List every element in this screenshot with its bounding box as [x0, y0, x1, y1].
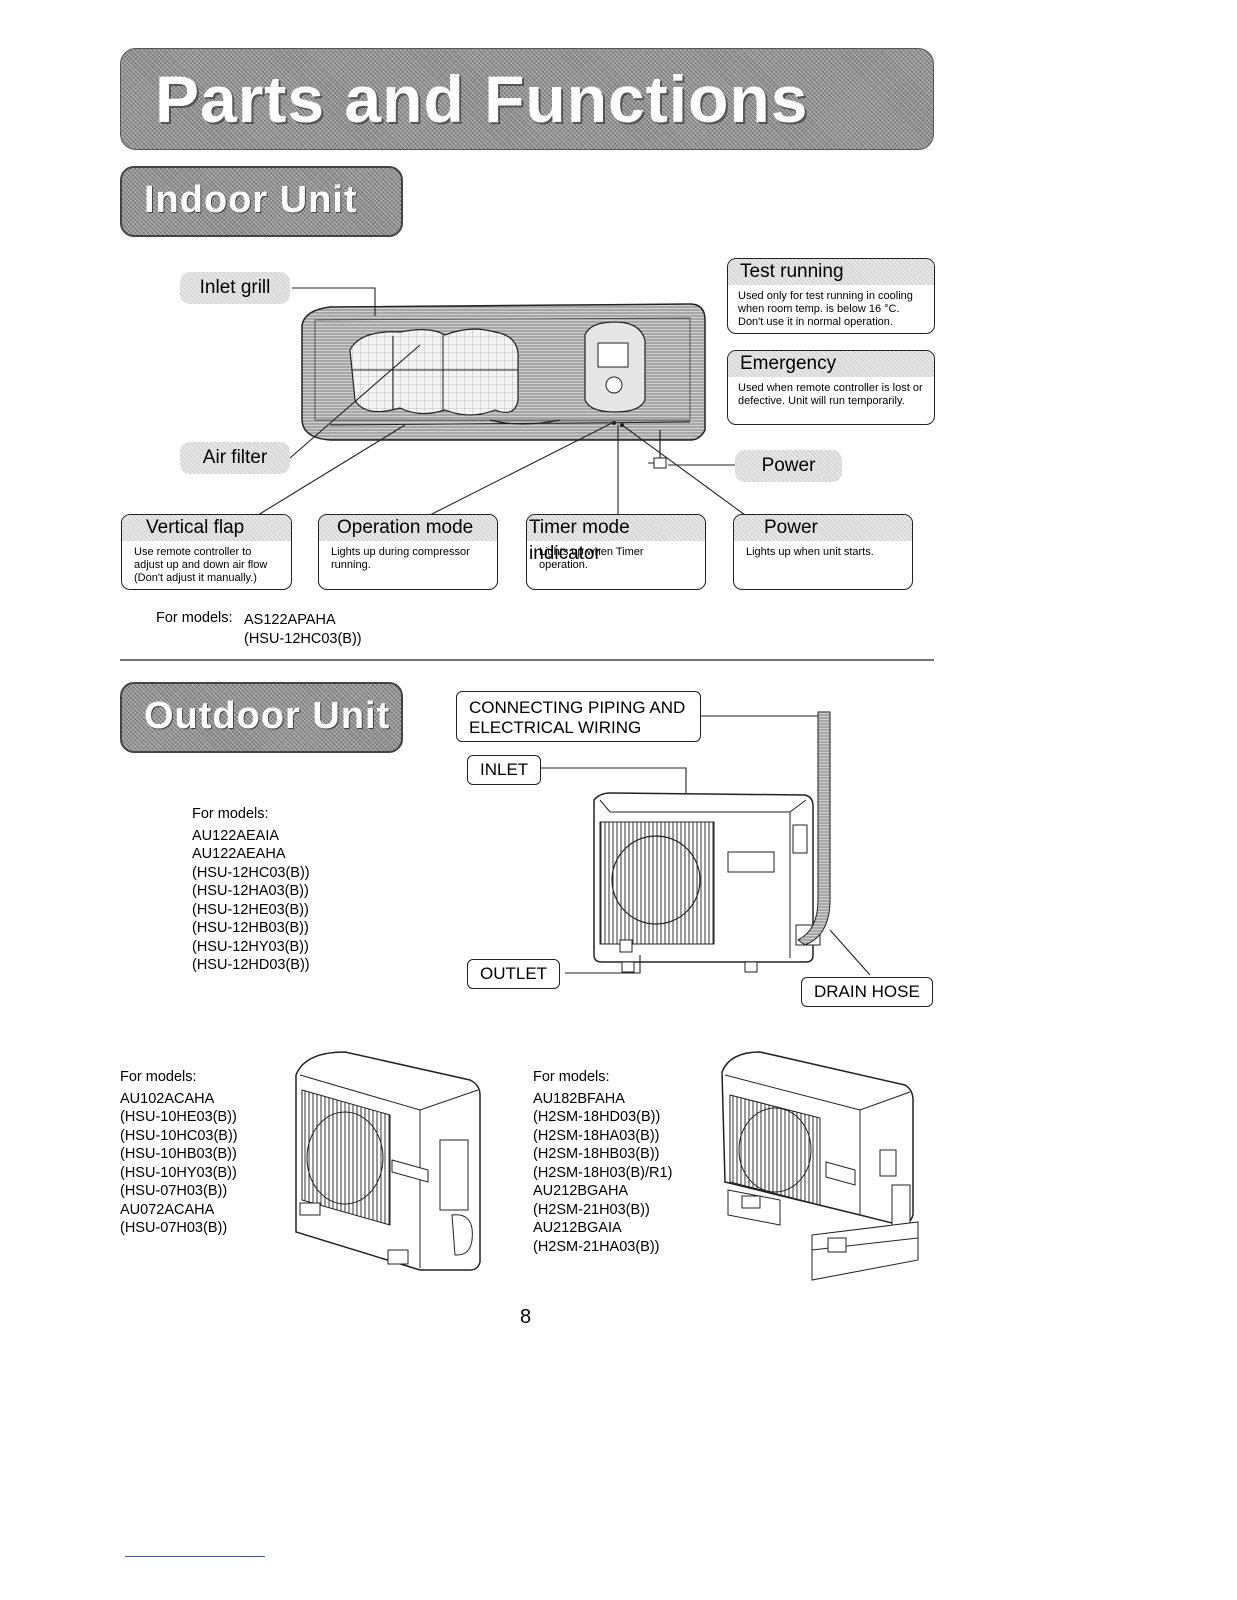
air-filter-label: Air filter	[180, 442, 290, 474]
emergency-box: Emergency Used when remote controller is…	[727, 350, 935, 425]
timer-mode-box: Timer mode indicator Lights up when Time…	[526, 514, 706, 590]
power-plug-label: Power	[735, 450, 842, 482]
outdoor-models-group-3: For models: AU182BFAHA (H2SM-18HD03(B)) …	[533, 1069, 673, 1255]
inlet-grill-label: Inlet grill	[180, 272, 290, 304]
page-title: Parts and Functions	[155, 62, 809, 136]
page-number: 8	[520, 1306, 532, 1328]
footer-rule	[125, 1556, 265, 1557]
operation-mode-title: Operation mode	[319, 515, 497, 541]
outdoor-section-banner: Outdoor Unit	[120, 682, 403, 753]
power-box: Power Lights up when unit starts.	[733, 514, 913, 590]
inlet-label: INLET	[467, 755, 542, 785]
indoor-models-label: For models:	[156, 610, 233, 626]
test-running-title: Test running	[728, 259, 934, 285]
outdoor-section-title: Outdoor Unit	[144, 695, 391, 737]
timer-mode-title: Timer mode indicator	[527, 515, 705, 564]
power-title: Power	[734, 515, 912, 541]
outdoor-models-group-2: For models: AU102ACAHA (HSU-10HE03(B)) (…	[120, 1069, 238, 1236]
outdoor-models-group-1: For models: AU122AEAIA AU122AEAHA (HSU-1…	[192, 806, 310, 973]
operation-mode-box: Operation mode Lights up during compress…	[318, 514, 498, 590]
drain-hose-label: DRAIN HOSE	[801, 977, 933, 1007]
title-banner: Parts and Functions	[120, 48, 934, 150]
indoor-section-title: Indoor Unit	[144, 179, 358, 221]
vertical-flap-box: Vertical flap Use remote controller to a…	[121, 514, 292, 590]
connecting-piping-label: CONNECTING PIPING AND ELECTRICAL WIRING	[456, 691, 701, 742]
indoor-section-banner: Indoor Unit	[120, 166, 403, 237]
test-running-box: Test running Used only for test running …	[727, 258, 935, 334]
emergency-title: Emergency	[728, 351, 934, 377]
vertical-flap-title: Vertical flap	[122, 515, 291, 541]
outlet-label: OUTLET	[467, 959, 561, 989]
indoor-models-list: AS122APAHA (HSU-12HC03(B))	[244, 612, 362, 647]
